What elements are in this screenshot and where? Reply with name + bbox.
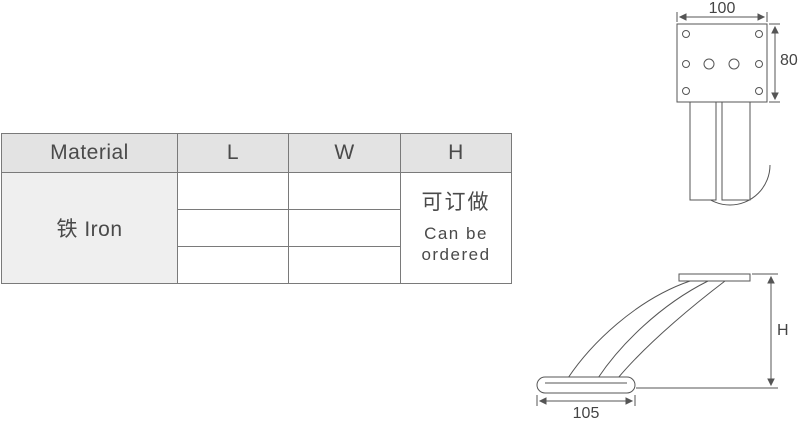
table-row — [2, 246, 512, 284]
table-row: 铁 Iron 可订做 Can be ordered — [1, 172, 512, 284]
screw-hole — [682, 87, 690, 95]
dim-label-plate-width: 100 — [709, 0, 736, 17]
front-view — [676, 12, 780, 206]
screw-hole — [682, 60, 690, 68]
screw-hole — [755, 30, 763, 38]
screw-hole — [682, 30, 690, 38]
height-note-en-line1: Can be — [424, 223, 488, 243]
height-note-cell: 可订做 Can be ordered — [400, 172, 512, 284]
width-cell — [288, 209, 401, 247]
dim-base-length — [536, 395, 636, 406]
material-cell: 铁 Iron — [1, 172, 178, 284]
length-cell — [177, 172, 289, 210]
header-width: W — [288, 133, 401, 173]
height-note-cn: 可订做 — [421, 190, 491, 214]
header-height: H — [400, 133, 512, 173]
top-plate — [678, 273, 751, 282]
leg-inner-line — [597, 280, 709, 379]
screw-hole — [755, 87, 763, 95]
base-foot — [536, 376, 636, 394]
screw-holes — [682, 30, 763, 95]
leg-left-bar — [689, 99, 717, 201]
dim-plate-width — [676, 12, 768, 22]
height-note-en-line2: ordered — [421, 244, 491, 264]
dim-leg-height — [636, 273, 778, 389]
screw-hole — [703, 58, 715, 70]
dim-plate-height — [769, 23, 780, 103]
spec-table: Material L W H 铁 Iron 可订做 Can be ordered — [1, 133, 512, 284]
mounting-plate — [676, 23, 768, 103]
screw-hole — [755, 60, 763, 68]
side-view — [536, 273, 778, 406]
dim-label-plate-height: 80 — [780, 52, 798, 69]
leg-right-bar — [721, 99, 751, 201]
width-cell — [288, 246, 401, 284]
screw-hole — [728, 58, 740, 70]
curved-leg — [567, 280, 727, 379]
width-cell — [288, 172, 401, 210]
dim-label-leg-height: H — [777, 322, 789, 339]
length-cell — [177, 246, 289, 284]
header-material: Material — [1, 133, 178, 173]
dim-label-base-length: 105 — [573, 405, 600, 422]
header-row: Material L W H — [1, 133, 512, 173]
